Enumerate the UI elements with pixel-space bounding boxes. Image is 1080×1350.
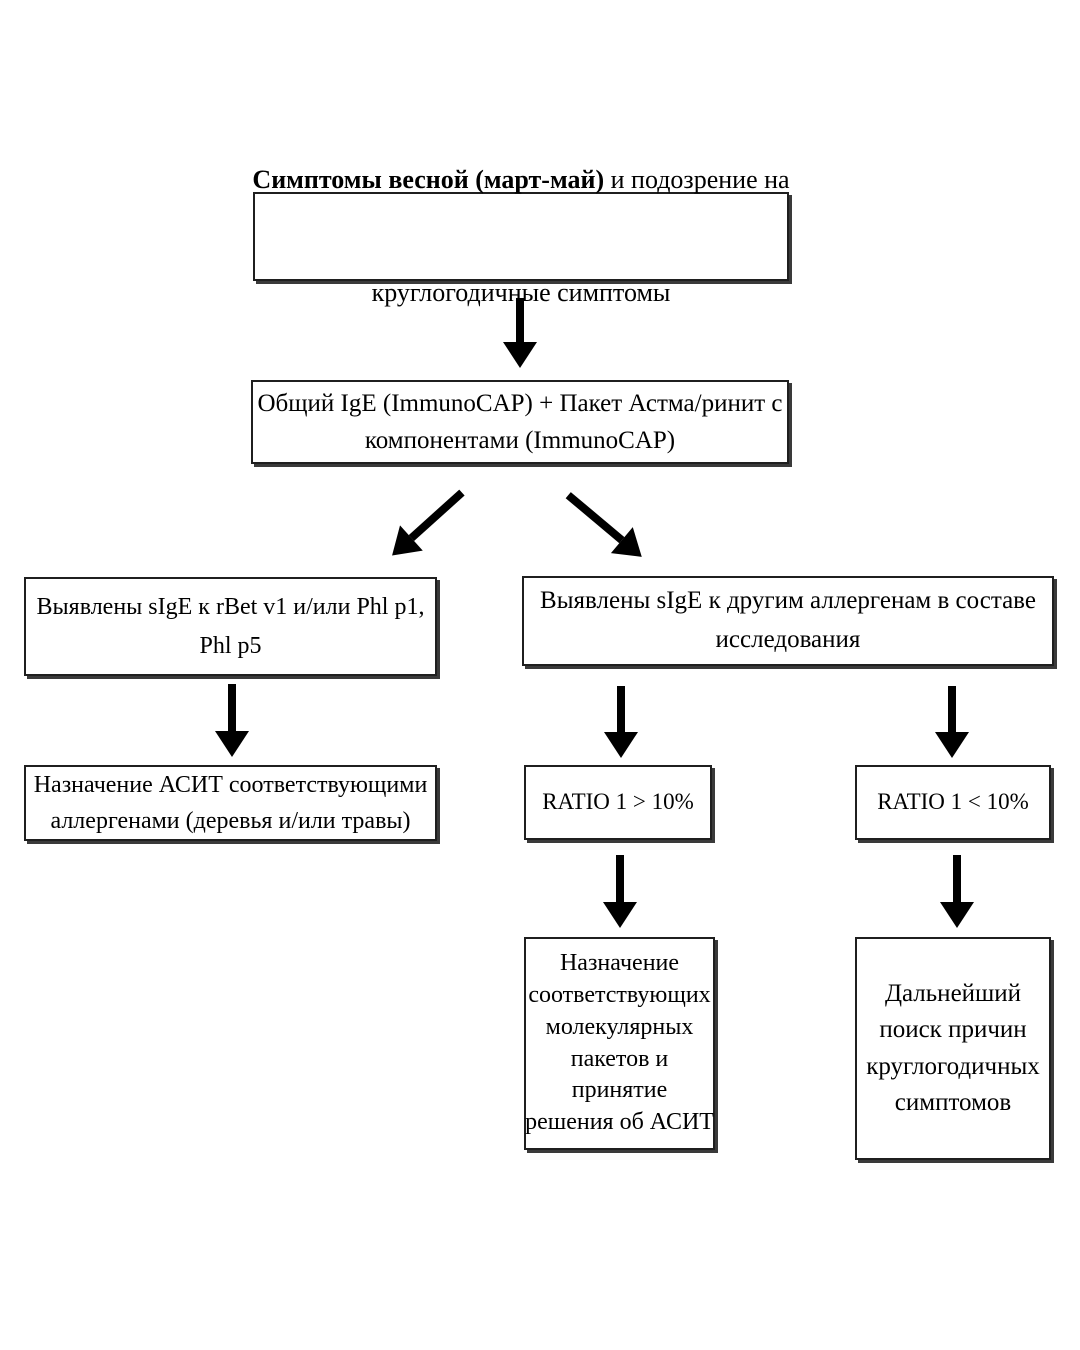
arrow-head-icon: [940, 902, 974, 928]
node-asit-prescription: Назначение АСИТ соответствующими аллерге…: [24, 765, 437, 841]
arrow-ige-test-to-other: [554, 478, 656, 573]
ratio-lt-text: RATIO 1 < 10%: [877, 789, 1029, 815]
arrow-head-icon: [603, 902, 637, 928]
arrow-stem: [948, 686, 956, 732]
arrow-stem: [516, 298, 524, 342]
arrow-ratio-gt-to-molecular: [598, 855, 642, 928]
arrow-other-to-ratio-gt: [599, 686, 643, 758]
symptoms-bold-text: Симптомы весной (март-май): [252, 165, 605, 195]
node-molecular-panels: Назначение соответствующих молекулярных …: [524, 937, 715, 1150]
arrow-symptoms-to-ige-test: [498, 298, 542, 368]
arrow-other-to-ratio-lt: [930, 686, 974, 758]
arrow-ige-test-to-birch: [377, 476, 476, 572]
sige-other-text: Выявлены sIgE к другим аллергенам в сост…: [540, 587, 1036, 653]
node-ratio-gt-10: RATIO 1 > 10%: [524, 765, 712, 840]
molecular-text: Назначение соответствующих молекулярных …: [525, 950, 714, 1135]
arrow-birch-to-asit: [210, 684, 254, 757]
arrow-head-icon: [935, 732, 969, 758]
symptoms-text: Симптомы весной (март-май) и подозрение …: [252, 86, 789, 388]
asit-text: Назначение АСИТ соответствующими аллерге…: [33, 772, 428, 834]
node-further-search: Дальнейший поиск причин круглогодичных с…: [855, 937, 1051, 1160]
arrow-ratio-lt-to-search: [935, 855, 979, 928]
node-sige-other-allergens: Выявлены sIgE к другим аллергенам в сост…: [522, 576, 1054, 666]
node-ige-test: Общий IgE (ImmunoCAP) + Пакет Астма/рини…: [251, 380, 789, 464]
arrow-stem: [565, 492, 625, 544]
sige-birch-text: Выявлены sIgE к rBet v1 и/или Phl p1, Ph…: [36, 594, 425, 659]
search-text: Дальнейший поиск причин круглогодичных с…: [866, 980, 1040, 1116]
node-sige-birch-grass: Выявлены sIgE к rBet v1 и/или Phl p1, Ph…: [24, 577, 437, 676]
ratio-gt-text: RATIO 1 > 10%: [542, 789, 694, 815]
arrow-stem: [953, 855, 961, 902]
arrow-head-icon: [604, 732, 638, 758]
ige-test-text: Общий IgE (ImmunoCAP) + Пакет Астма/рини…: [257, 389, 783, 455]
arrow-head-icon: [503, 342, 537, 368]
arrow-head-icon: [215, 731, 249, 757]
arrow-stem: [616, 855, 624, 902]
symptoms-line1: Симптомы весной (март-май) и подозрение …: [252, 161, 789, 199]
node-symptoms-spring: Симптомы весной (март-май) и подозрение …: [252, 165, 789, 307]
arrow-stem: [228, 684, 236, 731]
symptoms-rest-text: и подозрение на: [604, 165, 790, 195]
node-ratio-lt-10: RATIO 1 < 10%: [855, 765, 1051, 840]
arrow-stem: [408, 489, 465, 542]
arrow-stem: [617, 686, 625, 732]
